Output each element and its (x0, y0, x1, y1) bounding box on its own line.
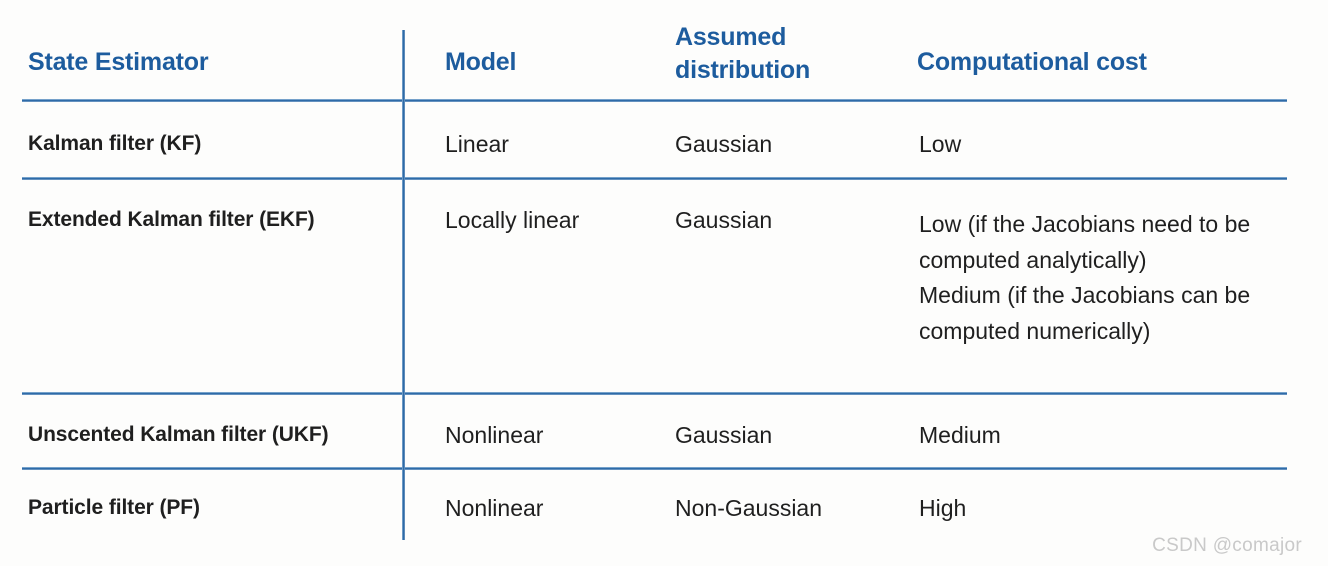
row-separator-rule-ukf (22, 467, 1287, 470)
watermark-text: CSDN @comajor (1152, 535, 1302, 556)
column-header-assumed-distribution: Assumed distribution (675, 23, 811, 84)
table-row: Extended Kalman filter (EKF) (28, 208, 315, 231)
table-cell-cost: Low (919, 131, 962, 157)
table-row: Unscented Kalman filter (UKF) (28, 423, 329, 446)
column-header-computational-cost: Computational cost (917, 48, 1147, 76)
table-row: Particle filter (PF) (28, 496, 200, 519)
table-cell-model: Locally linear (445, 207, 580, 233)
column-header-state-estimator: State Estimator (28, 48, 209, 76)
table-cell-cost: Low (if the Jacobians need to be compute… (919, 211, 1251, 344)
row-separator-rule-kf (22, 177, 1287, 180)
column-header-model: Model (445, 48, 517, 76)
table-cell-distribution: Gaussian (675, 131, 773, 157)
table-cell-cost: Medium (919, 422, 1001, 448)
table-cell-distribution: Gaussian (675, 422, 773, 448)
table-cell-distribution: Gaussian (675, 207, 773, 233)
table-cell-model: Nonlinear (445, 422, 544, 448)
table-row: Kalman filter (KF) (28, 132, 202, 155)
table-cell-cost: High (919, 495, 967, 521)
row-separator-rule-ekf (22, 392, 1287, 395)
table-cell-model: Linear (445, 131, 509, 157)
table-cell-model: Nonlinear (445, 495, 544, 521)
header-separator-rule (22, 99, 1287, 102)
table-cell-distribution: Non-Gaussian (675, 495, 823, 521)
column-divider-rule (402, 30, 405, 540)
